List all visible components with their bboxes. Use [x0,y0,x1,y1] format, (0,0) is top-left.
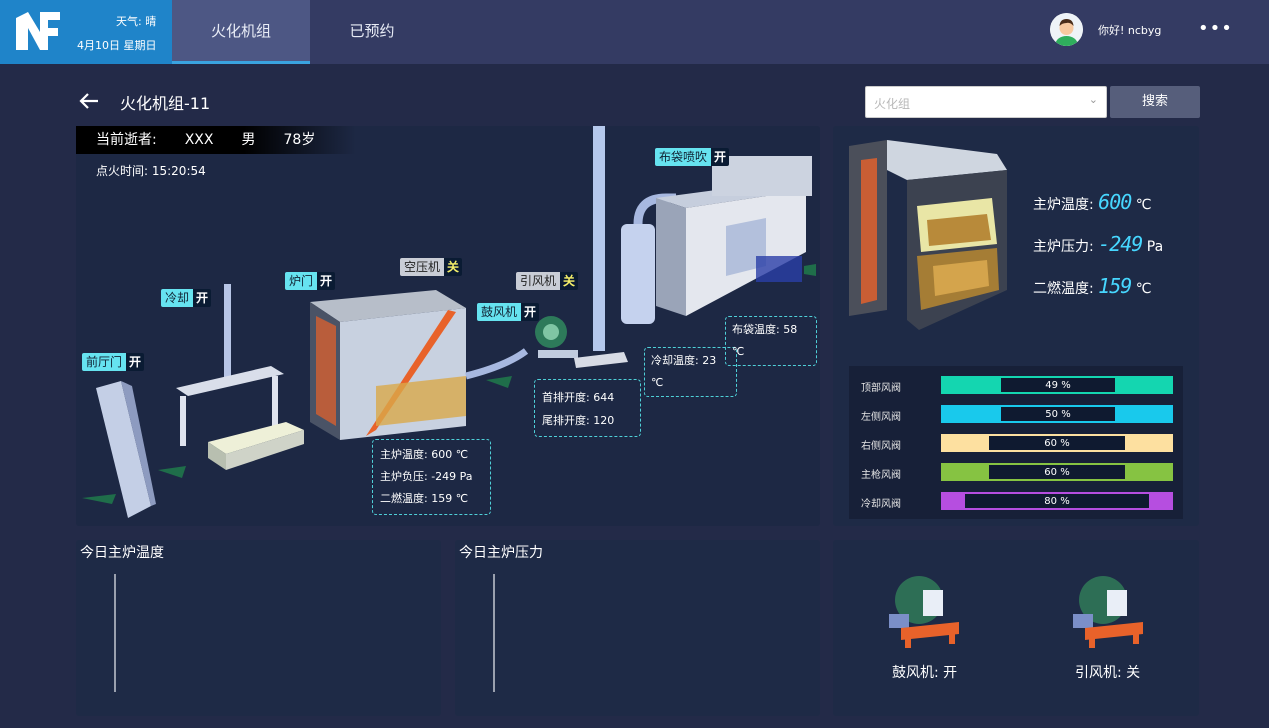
valve-percent: 49 % [1000,377,1116,393]
first-exhaust-readout: 首排开度: 644 [542,391,615,404]
induced-fan-tag[interactable]: 引风机关 [516,272,579,290]
fan-status-panel: 鼓风机: 开 引风机: 关 [833,540,1199,716]
furnace-pressure-readout: 主炉负压: -249 Pa [380,470,473,483]
induced-status-label: 引风机: 关 [1075,665,1141,681]
valve-percent: 60 % [988,435,1126,451]
second-temp-label: 二燃温度: [1033,281,1094,297]
valve-label: 主枪风阀 [861,470,901,481]
main-temp-value: 600 [1098,190,1132,214]
induced-fan-icon [1073,576,1143,648]
process-diagram-panel: 当前逝者: XXX 男 78岁 点火时间: 15:20:54 [76,126,820,526]
furnace-door-label: 炉门 [285,272,318,290]
front-door-state: 开 [126,353,145,371]
greeting-text: 你好! ncbyg [1098,24,1162,37]
induced-fan-state: 关 [560,272,579,290]
air-compressor-label: 空压机 [400,258,445,276]
second-burn-readout: 二燃温度: 159 ℃ [380,492,469,505]
second-temp-row: 二燃温度: 159 ℃ [1033,274,1151,298]
cooling-tag[interactable]: 冷却开 [161,289,212,307]
today-pressure-chart-panel: 今日主炉压力 [455,540,820,716]
valve-percent: 60 % [988,464,1126,480]
furnace-door-tag[interactable]: 炉门开 [285,272,336,290]
today-temp-title: 今日主炉温度 [80,545,164,561]
top-bar: 天气: 晴 4月10日 星期日 火化机组 已预约 你好! ncbyg ••• [0,0,1269,64]
air-compressor-tag[interactable]: 空压机关 [400,258,463,276]
main-pressure-label: 主炉压力: [1033,239,1094,255]
furnace-status-panel: 主炉温度: 600 ℃ 主炉压力: -249 Pa 二燃温度: 159 ℃ 顶部… [833,126,1199,526]
deceased-name: XXX [184,132,214,148]
valve-label: 左侧风阀 [861,412,901,423]
tab-reserved[interactable]: 已预约 [349,22,395,40]
blower-state: 开 [521,303,540,321]
bag-blow-label: 布袋喷吹 [655,148,712,166]
bag-temp-readout: 布袋温度: 58 ℃ [725,316,817,366]
ignition-time: 点火时间: 15:20:54 [96,164,206,178]
temp-chart-axis [114,574,116,692]
search-button[interactable]: 搜索 [1110,86,1200,118]
valve-label: 冷却风阀 [861,499,901,510]
deceased-label: 当前逝者: [96,132,157,148]
valve-percent: 80 % [964,493,1150,509]
exhaust-readout-box: 首排开度: 644 尾排开度: 120 [534,379,641,437]
blower-fan-icon [889,576,959,648]
deceased-gender: 男 [241,132,256,148]
main-pressure-unit: Pa [1146,239,1164,255]
valve-percent: 50 % [1000,406,1116,422]
unit-group-select[interactable]: 火化组 ⌄ [865,86,1107,118]
valve-bar: 60 % [941,434,1173,452]
bag-blow-state: 开 [711,148,730,166]
equipment-illustration [82,126,816,518]
logo-area: 天气: 晴 4月10日 星期日 [0,0,172,64]
front-door-tag[interactable]: 前厅门开 [82,353,145,371]
today-temp-chart-panel: 今日主炉温度 [76,540,441,716]
main-temp-row: 主炉温度: 600 ℃ [1033,190,1151,214]
furnace-door-state: 开 [317,272,336,290]
last-exhaust-readout: 尾排开度: 120 [542,414,615,427]
main-temp-label: 主炉温度: [1033,197,1094,213]
second-temp-unit: ℃ [1135,281,1152,297]
weather-text: 天气: 晴 [116,15,157,28]
cooling-label: 冷却 [161,289,194,307]
furnace-readout-box: 主炉温度: 600 ℃ 主炉负压: -249 Pa 二燃温度: 159 ℃ [372,439,491,515]
blower-tag[interactable]: 鼓风机开 [477,303,540,321]
valve-list: 顶部风阀 49 % 左侧风阀 50 % 右侧风阀 60 % 主枪风阀 60 % 冷却风阀 80 % [849,366,1183,519]
second-temp-value: 159 [1098,274,1132,298]
valve-bar: 50 % [941,405,1173,423]
front-door-label: 前厅门 [82,353,127,371]
furnace-cutaway-image [849,140,1007,330]
main-pressure-row: 主炉压力: -249 Pa [1033,232,1163,256]
valve-bar: 49 % [941,376,1173,394]
user-avatar-icon [1050,13,1083,46]
air-compressor-state: 关 [444,258,463,276]
induced-fan-label: 引风机 [516,272,561,290]
valve-label: 顶部风阀 [861,383,901,394]
cooling-temp-readout: 冷却温度: 23 ℃ [644,347,737,397]
valve-label: 右侧风阀 [861,441,901,452]
furnace-temp-readout: 主炉温度: 600 ℃ [380,448,469,461]
tab-cremation-units[interactable]: 火化机组 [172,0,310,64]
blower-status-label: 鼓风机: 开 [892,665,958,681]
pressure-chart-axis [493,574,495,692]
select-placeholder: 火化组 [874,97,911,111]
chevron-down-icon: ⌄ [1088,93,1098,106]
company-logo [16,12,60,50]
bag-blow-tag[interactable]: 布袋喷吹开 [655,148,730,166]
cooling-state: 开 [193,289,212,307]
main-temp-unit: ℃ [1135,197,1152,213]
date-text: 4月10日 星期日 [77,39,157,52]
valve-bar: 80 % [941,492,1173,510]
valve-bar: 60 % [941,463,1173,481]
deceased-info: 当前逝者: XXX 男 78岁 [76,126,356,154]
blower-label: 鼓风机 [477,303,522,321]
back-arrow-icon[interactable] [78,90,100,112]
avatar[interactable] [1050,13,1083,46]
today-pressure-title: 今日主炉压力 [459,545,543,561]
page-title: 火化机组-11 [120,94,211,113]
main-pressure-value: -249 [1098,232,1143,256]
more-menu-icon[interactable]: ••• [1198,18,1233,39]
deceased-age: 78岁 [283,132,316,148]
